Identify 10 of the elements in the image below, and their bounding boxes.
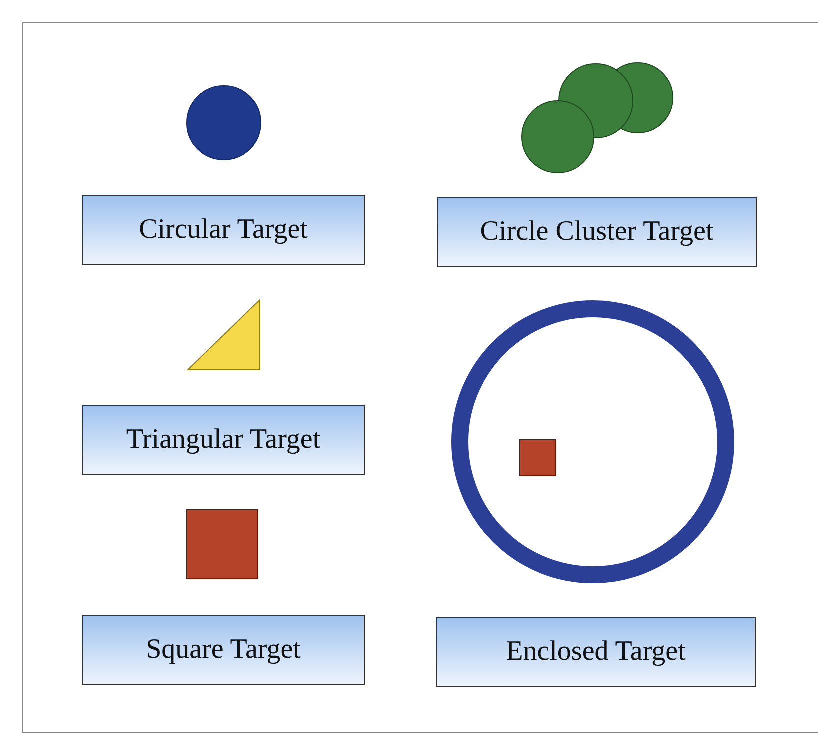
circle-shape — [186, 86, 262, 160]
square-shape — [186, 510, 258, 580]
target-label: Square Target — [82, 615, 365, 685]
target-label: Triangular Target — [82, 405, 365, 475]
target-label: Circle Cluster Target — [437, 197, 757, 267]
target-label: Enclosed Target — [436, 617, 756, 687]
target-label: Circular Target — [82, 195, 365, 265]
circle-cluster-drawing — [522, 62, 674, 174]
ring-with-square-drawing — [452, 300, 734, 584]
triangle-shape — [186, 298, 260, 370]
